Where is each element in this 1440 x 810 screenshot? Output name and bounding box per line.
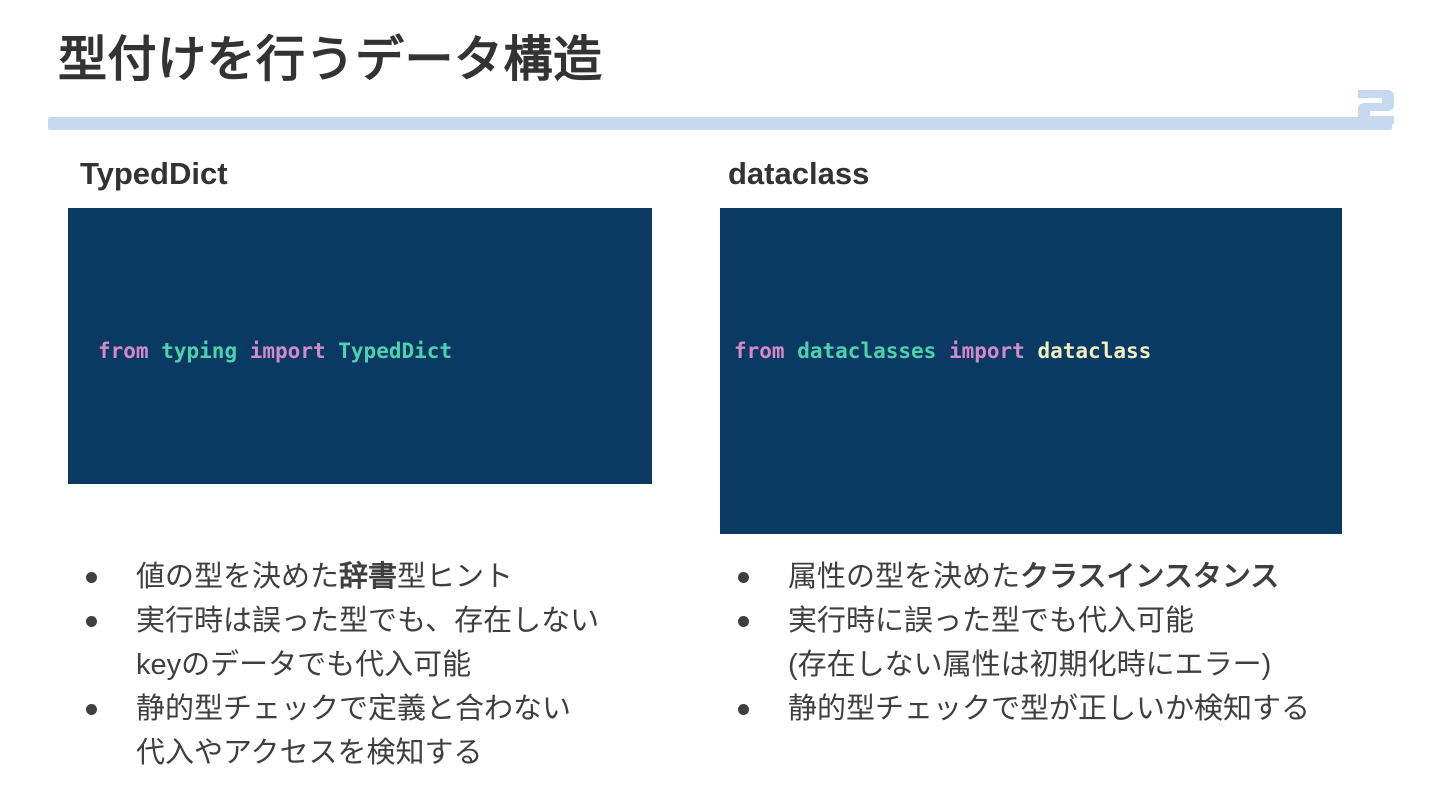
code-block-typeddict: from typing import TypedDict class PoseD… (68, 208, 652, 485)
list-item: 静的型チェックで定義と合わない (68, 687, 688, 731)
code-line-blank (734, 526, 1342, 534)
code-line: from typing import TypedDict (98, 326, 652, 376)
code-space (1025, 339, 1038, 363)
list-item: 実行時に誤った型でも代入可能 (720, 599, 1400, 643)
code-space (326, 339, 339, 363)
column-dataclass: dataclass from dataclasses import datacl… (720, 155, 1380, 725)
column-heading-typeddict: TypedDict (80, 156, 228, 191)
bullet-list-dataclass: 属性の型を決めたクラスインスタンス 実行時に誤った型でも代入可能 (存在しない属… (720, 555, 1400, 731)
list-item-text-pre: (存在しない属性は初期化時にエラー) (788, 649, 1272, 681)
bullet-dot-icon (738, 704, 749, 715)
code-token-module: typing (161, 339, 238, 364)
code-token-import: import (249, 339, 326, 364)
column-heading-dataclass: dataclass (728, 156, 870, 191)
bullet-dot-icon (738, 616, 749, 627)
column-typeddict: TypedDict from typing import TypedDict c… (68, 155, 668, 769)
code-block-dataclass: from dataclasses import dataclass @datac… (720, 208, 1342, 535)
code-token-from: from (734, 339, 785, 364)
list-item-text-pre: keyのデータでも代入可能 (136, 649, 472, 681)
bullet-dot-icon (738, 572, 749, 583)
list-item-continuation: keyのデータでも代入可能 (68, 643, 688, 687)
list-item-text-pre: 代入やアクセスを検知する (136, 737, 483, 769)
bullet-dot-icon (86, 616, 97, 627)
list-item-text-pre: 静的型チェックで型が正しいか検知する (788, 693, 1311, 725)
code-token-import: import (948, 339, 1025, 364)
code-token-module: dataclasses (797, 339, 937, 364)
list-item-text-bold: 辞書 (339, 561, 398, 593)
code-token-from: from (98, 339, 149, 364)
code-line: from dataclasses import dataclass (734, 326, 1342, 376)
list-item-text-pre: 実行時に誤った型でも代入可能 (788, 605, 1195, 637)
code-token-typeddict: TypedDict (338, 339, 453, 364)
content-columns: TypedDict from typing import TypedDict c… (0, 155, 1440, 795)
list-item: 静的型チェックで型が正しいか検知する (720, 687, 1400, 731)
list-item-continuation: 代入やアクセスを検知する (68, 731, 688, 775)
code-space (936, 339, 949, 363)
code-space (237, 339, 250, 363)
list-item-text-pre: 値の型を決めた (136, 561, 340, 593)
bullet-dot-icon (86, 704, 97, 715)
list-item-continuation: (存在しない属性は初期化時にエラー) (720, 643, 1400, 687)
bullet-list-typeddict: 値の型を決めた辞書型ヒント 実行時は誤った型でも、存在しない keyのデータでも… (68, 555, 688, 775)
list-item: 実行時は誤った型でも、存在しない (68, 599, 688, 643)
code-space (149, 339, 162, 363)
list-item: 属性の型を決めたクラスインスタンス (720, 555, 1400, 599)
list-item-text-pre: 実行時は誤った型でも、存在しない (136, 605, 600, 637)
list-item-text-bold: クラスインスタンス (1020, 561, 1280, 593)
list-item: 値の型を決めた辞書型ヒント (68, 555, 688, 599)
list-item-text-pre: 属性の型を決めた (788, 561, 1021, 593)
code-space (785, 339, 798, 363)
list-item-text-post: 型ヒント (397, 561, 514, 593)
title-underline-rule (48, 117, 1392, 130)
bullet-dot-icon (86, 572, 97, 583)
list-item-text-pre: 静的型チェックで定義と合わない (136, 693, 572, 725)
code-token-dataclass: dataclass (1037, 339, 1152, 364)
page-title: 型付けを行うデータ構造 (58, 33, 603, 87)
